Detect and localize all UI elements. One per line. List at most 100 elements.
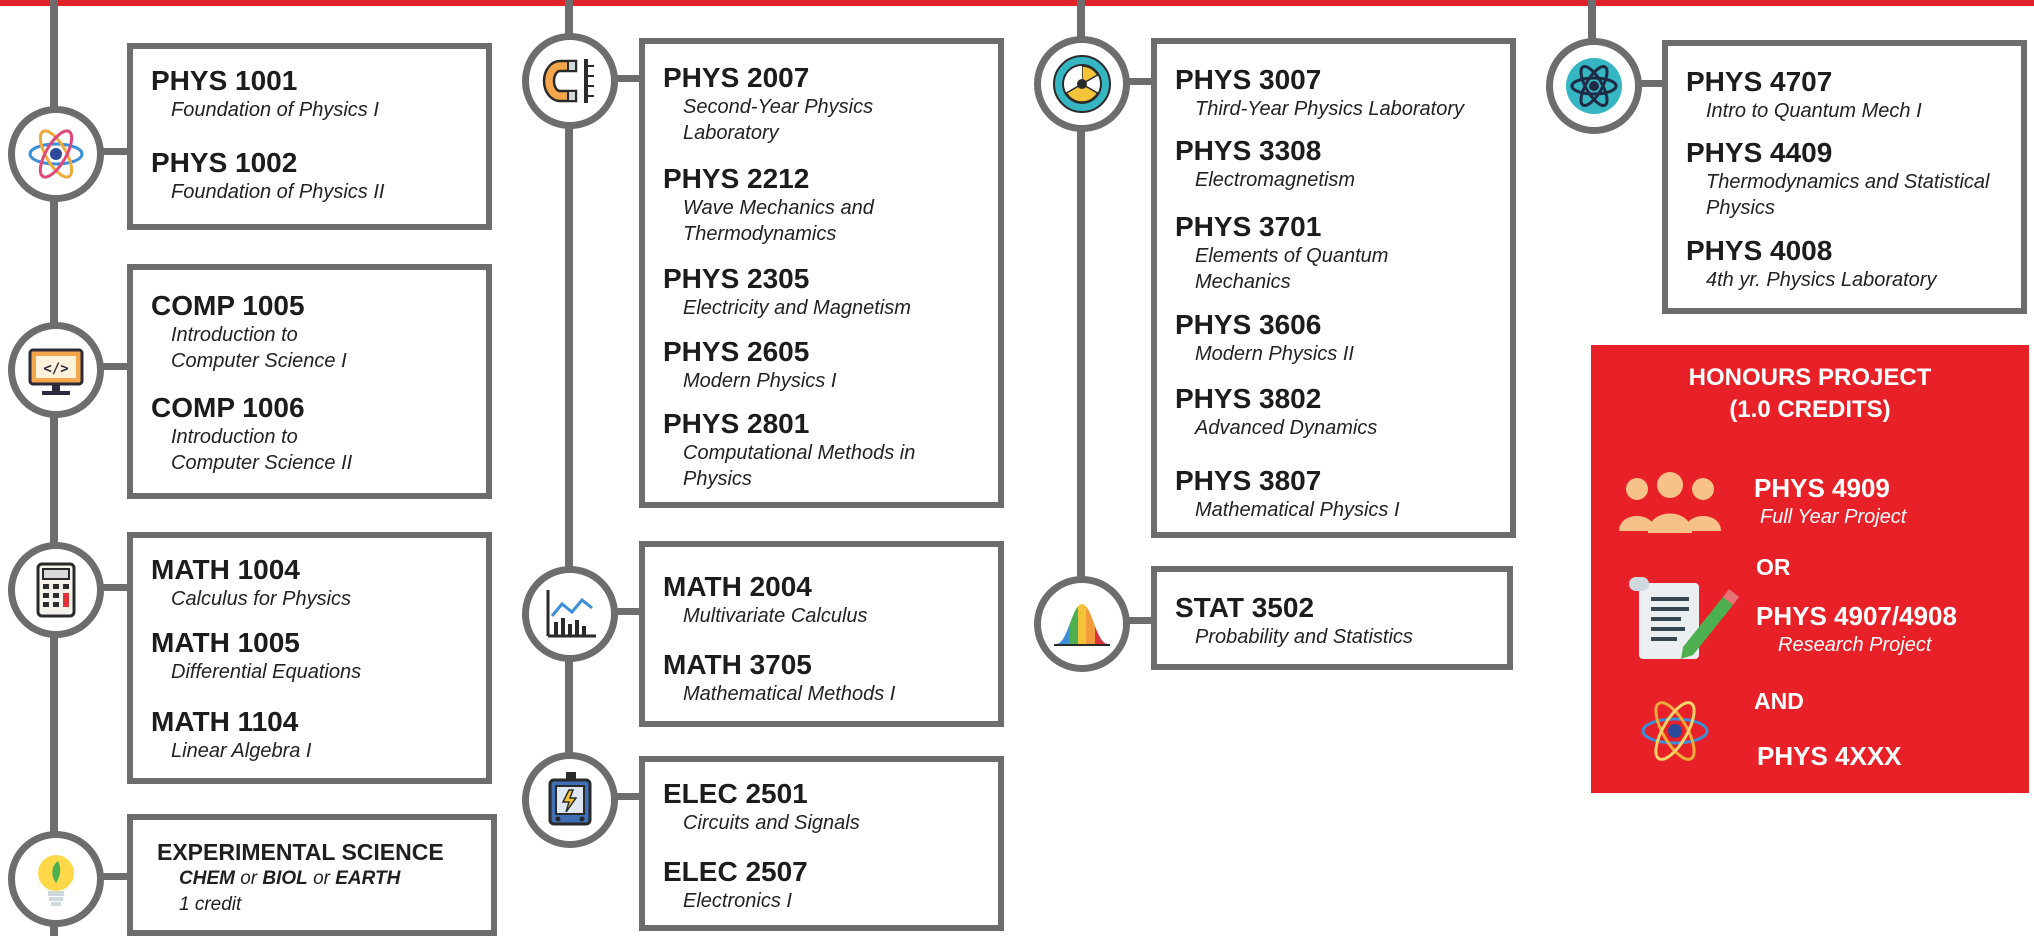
course-item: EXPERIMENTAL SCIENCE CHEM or BIOL or EAR… [157, 838, 444, 918]
course-box-year2-math: MATH 2004 Multivariate Calculus MATH 370… [639, 541, 1004, 727]
honours-sub-1: Full Year Project [1760, 506, 1907, 528]
connector [610, 793, 643, 800]
honours-or: OR [1756, 554, 1791, 580]
connector [1122, 78, 1155, 85]
course-item: PHYS 3007 Third-Year Physics Laboratory [1175, 64, 1464, 122]
course-code: PHYS 3308 [1175, 135, 1322, 166]
atom-icon [1546, 38, 1642, 134]
course-code: PHYS 1002 [151, 147, 298, 178]
course-name: Electromagnetism [1195, 169, 1356, 191]
course-item: ELEC 2507 Electronics I [663, 856, 808, 914]
course-item: MATH 1104 Linear Algebra I [151, 706, 311, 764]
timeline-spine-4 [1588, 0, 1596, 60]
course-code: MATH 1004 [151, 554, 300, 585]
course-item: ELEC 2501 Circuits and Signals [663, 778, 860, 836]
course-code: MATH 1104 [151, 706, 299, 737]
scroll-pen-icon [1629, 577, 1739, 659]
course-name: Calculus for Physics [171, 588, 352, 610]
course-item: MATH 2004 Multivariate Calculus [663, 571, 868, 629]
course-item: COMP 1006 Introduction to Computer Scien… [151, 392, 352, 476]
course-code: PHYS 2007 [663, 62, 810, 93]
course-code: MATH 2004 [663, 571, 812, 602]
computer-code-icon: </> [8, 322, 104, 418]
course-name: Physics [683, 468, 752, 490]
top-accent-bar [0, 0, 2034, 6]
or-text: or [234, 868, 263, 889]
course-code: ELEC 2507 [663, 856, 808, 887]
course-box-year4-physics: PHYS 4707 Intro to Quantum Mech I PHYS 4… [1662, 40, 2027, 314]
course-box-year3-stat: STAT 3502 Probability and Statistics [1151, 566, 1513, 670]
honours-and: AND [1754, 688, 1804, 714]
course-name: Computer Science II [171, 452, 353, 474]
course-box-year2-physics: PHYS 2007 Second-Year Physics Laboratory… [639, 38, 1004, 508]
course-name: Advanced Dynamics [1195, 417, 1378, 439]
option-chem: CHEM [179, 868, 235, 889]
course-name: Computer Science I [171, 350, 347, 372]
connector [90, 584, 130, 591]
honours-project-panel: HONOURS PROJECT (1.0 CREDITS) PHYS 4909 … [1591, 345, 2029, 793]
course-code: PHYS 3606 [1175, 309, 1322, 340]
course-name: Modern Physics II [1195, 343, 1354, 365]
course-item: PHYS 4008 4th yr. Physics Laboratory [1686, 235, 1936, 293]
course-name: Mathematical Methods I [683, 683, 896, 705]
people-group-icon [1619, 472, 1721, 533]
honours-credits: (1.0 CREDITS) [1729, 396, 1891, 423]
honours-title: HONOURS PROJECT [1688, 364, 1932, 391]
course-item: PHYS 3701 Elements of Quantum Mechanics [1175, 211, 1388, 295]
or-text: or [307, 868, 336, 889]
atom-icon [1641, 701, 1709, 761]
course-name: Mechanics [1195, 271, 1291, 293]
course-item: MATH 3705 Mathematical Methods I [663, 649, 895, 707]
course-name: Laboratory [683, 122, 779, 144]
bell-curve-icon [1034, 576, 1130, 672]
connector [610, 75, 643, 82]
course-item: PHYS 3807 Mathematical Physics I [1175, 465, 1400, 523]
course-name: Mathematical Physics I [1195, 499, 1400, 521]
connector [90, 873, 130, 880]
course-name: Thermodynamics [683, 223, 837, 245]
course-item: MATH 1004 Calculus for Physics [151, 554, 351, 612]
course-name: Foundation of Physics II [171, 181, 385, 203]
honours-code-3: PHYS 4XXX [1757, 741, 1902, 771]
course-name: Modern Physics I [683, 370, 837, 392]
course-item: PHYS 2305 Electricity and Magnetism [663, 263, 911, 321]
course-name: Intro to Quantum Mech I [1706, 100, 1922, 122]
connector [90, 363, 130, 370]
connector [610, 608, 643, 615]
magnet-icon [522, 33, 618, 129]
course-item: PHYS 3606 Modern Physics II [1175, 309, 1354, 367]
lightbulb-leaf-icon [8, 831, 104, 927]
course-code: PHYS 3701 [1175, 211, 1322, 242]
course-box-year1-physics: PHYS 1001 Foundation of Physics I PHYS 1… [127, 43, 492, 230]
course-box-year1-math: MATH 1004 Calculus for Physics MATH 1005… [127, 532, 492, 784]
course-item: PHYS 4409 Thermodynamics and Statistical… [1686, 137, 1989, 221]
course-item: PHYS 4707 Intro to Quantum Mech I [1686, 66, 1922, 124]
timeline-spine-3 [1077, 0, 1085, 600]
course-code: PHYS 4409 [1686, 137, 1833, 168]
calculator-icon [8, 542, 104, 638]
timeline-spine-1 [50, 0, 58, 936]
course-item: PHYS 1001 Foundation of Physics I [151, 65, 379, 123]
course-code: STAT 3502 [1175, 592, 1315, 623]
course-code: MATH 1005 [151, 627, 300, 658]
course-item: PHYS 2212 Wave Mechanics and Thermodynam… [663, 163, 874, 247]
timeline-spine-2 [565, 0, 573, 800]
course-box-year1-comp: COMP 1005 Introduction to Computer Scien… [127, 264, 492, 499]
course-name: Third-Year Physics Laboratory [1195, 98, 1465, 120]
course-name: Introduction to [171, 426, 298, 448]
experimental-credit: 1 credit [179, 894, 242, 915]
experimental-options: CHEM or BIOL or EARTH [179, 866, 444, 892]
course-name: Differential Equations [171, 661, 362, 683]
course-code: PHYS 3807 [1175, 465, 1322, 496]
course-code: ELEC 2501 [663, 778, 808, 809]
course-name: Linear Algebra I [171, 740, 312, 762]
chart-graph-icon [522, 566, 618, 662]
course-code: PHYS 3802 [1175, 383, 1322, 414]
course-name: Thermodynamics and Statistical [1706, 171, 1990, 193]
course-item: PHYS 3802 Advanced Dynamics [1175, 383, 1377, 441]
course-box-experimental-science: EXPERIMENTAL SCIENCE CHEM or BIOL or EAR… [127, 814, 497, 936]
connector [1633, 80, 1666, 87]
option-biol: BIOL [262, 868, 308, 889]
course-box-year2-elec: ELEC 2501 Circuits and Signals ELEC 2507… [639, 756, 1004, 931]
course-code: PHYS 4008 [1686, 235, 1833, 266]
